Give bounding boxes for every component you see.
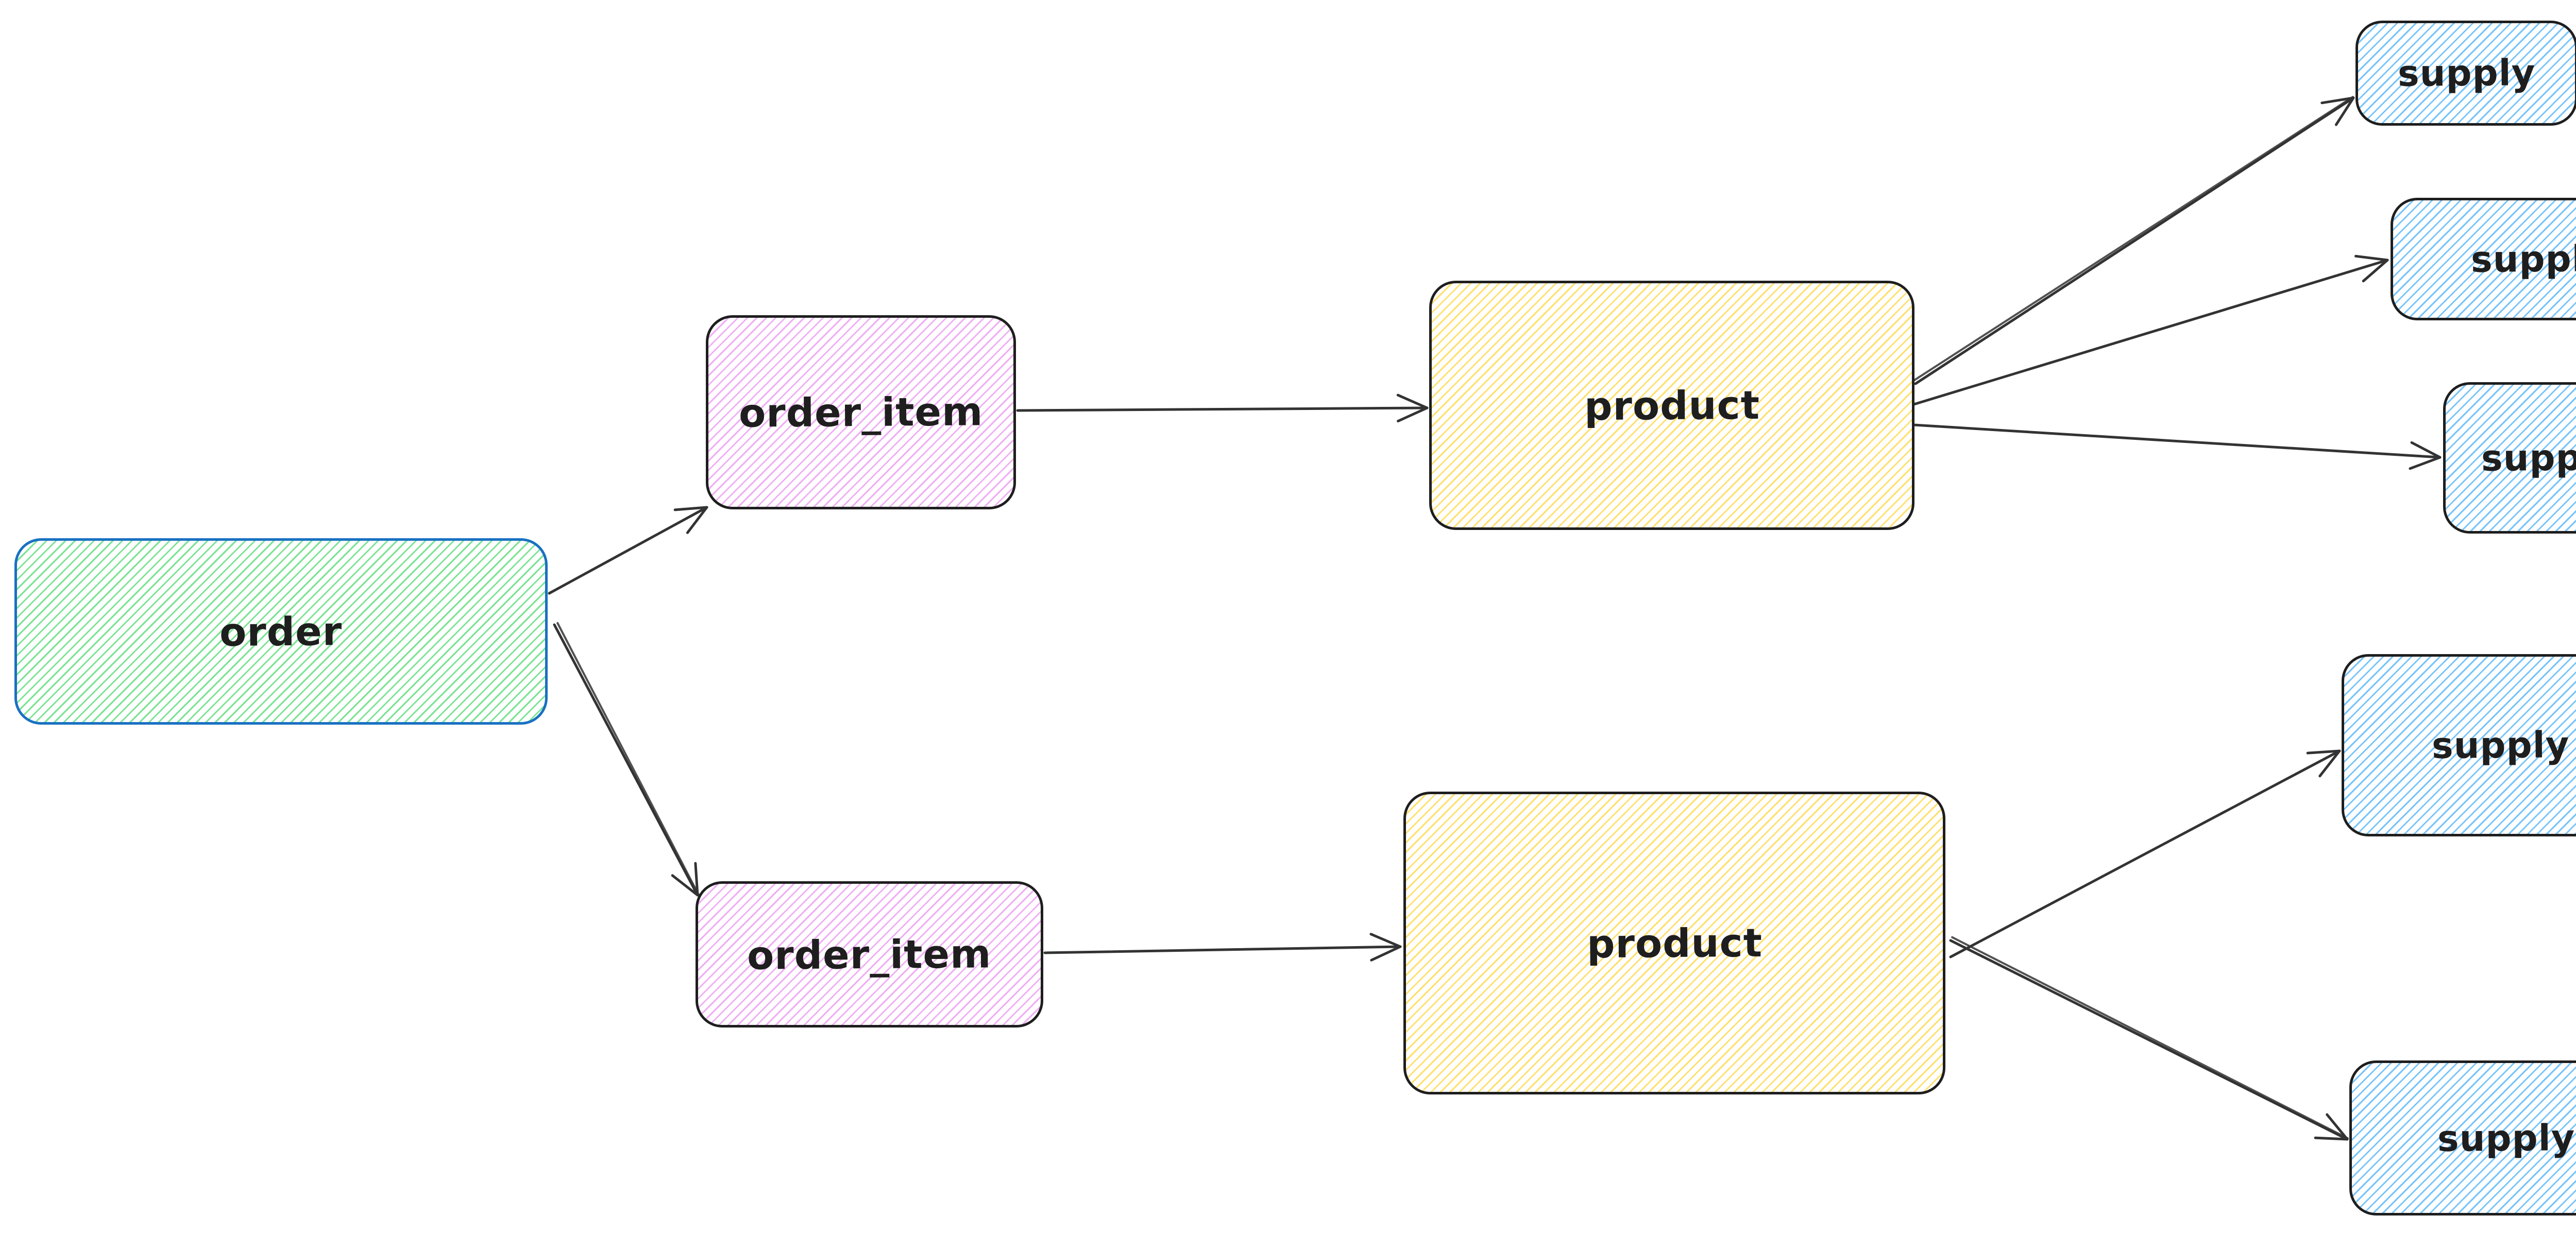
- node-label-supply-3: supply: [2481, 436, 2576, 480]
- node-label-order-item-1: order_item: [738, 388, 984, 436]
- node-supply-3[interactable]: supply: [2443, 382, 2576, 534]
- node-supply-2[interactable]: supply: [2391, 198, 2576, 320]
- arrow-product-2-to-supply-4[interactable]: [1949, 749, 2341, 958]
- node-label-product-1: product: [1584, 382, 1760, 429]
- node-supply-5[interactable]: supply: [2349, 1060, 2576, 1215]
- node-label-supply-5: supply: [2437, 1116, 2575, 1160]
- arrow-product-1-to-supply-2[interactable]: [1912, 254, 2389, 406]
- node-label-order: order: [219, 608, 343, 655]
- arrow-product-1-to-supply-3[interactable]: [1912, 423, 2442, 470]
- arrow-order-item-1-to-product-1[interactable]: [1016, 393, 1429, 423]
- node-supply-4[interactable]: supply: [2342, 654, 2576, 836]
- node-product-1[interactable]: product: [1429, 281, 1914, 530]
- arrow-product-2-to-supply-5[interactable]: [1949, 936, 2349, 1141]
- node-order[interactable]: order: [14, 538, 548, 725]
- node-label-supply-1: supply: [2397, 52, 2536, 95]
- node-order-item-2[interactable]: order_item: [696, 881, 1043, 1028]
- node-label-product-2: product: [1586, 919, 1762, 967]
- node-label-supply-2: supply: [2470, 237, 2576, 281]
- node-product-2[interactable]: product: [1403, 792, 1945, 1094]
- node-label-order-item-2: order_item: [747, 930, 992, 979]
- arrow-product-1-to-supply-1[interactable]: [1912, 96, 2355, 385]
- node-order-item-1[interactable]: order_item: [706, 315, 1016, 509]
- node-supply-1[interactable]: supply: [2355, 21, 2576, 126]
- node-label-supply-4: supply: [2432, 724, 2570, 767]
- arrow-order-to-order-item-2[interactable]: [553, 622, 700, 897]
- arrow-order-to-order-item-1[interactable]: [548, 506, 708, 595]
- arrow-order-item-2-to-product-2[interactable]: [1043, 933, 1402, 962]
